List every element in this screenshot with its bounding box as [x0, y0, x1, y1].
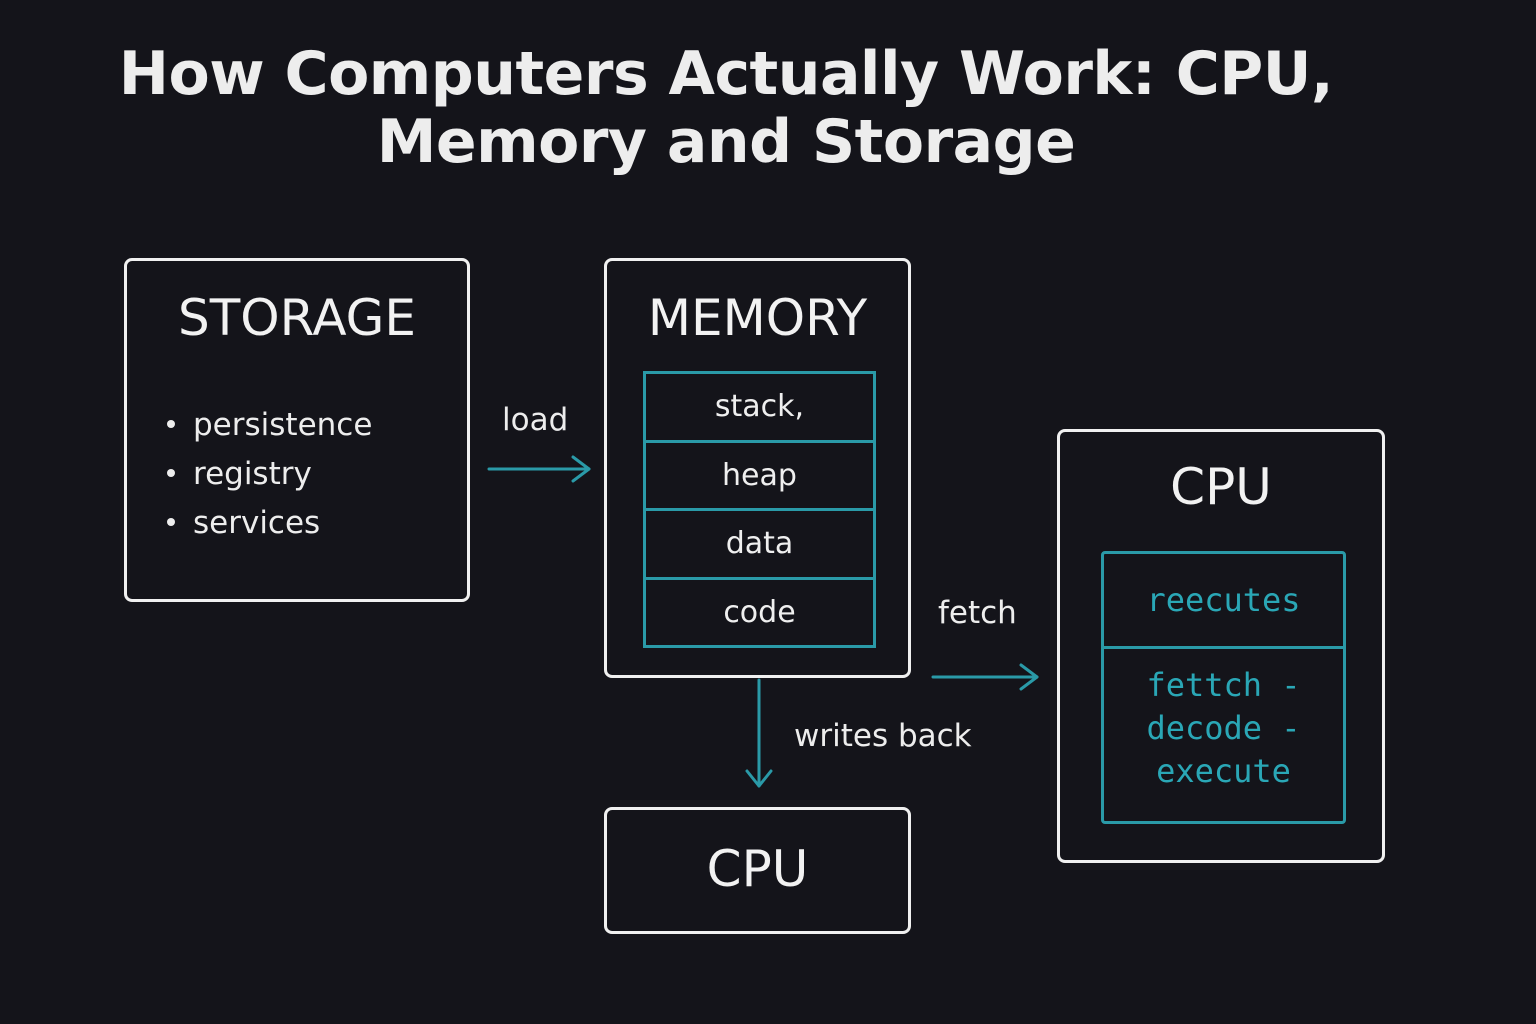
storage-box: STORAGE persistence registry services — [124, 258, 470, 602]
cpu-cycle-step: execute — [1156, 752, 1291, 790]
cpu-top-cell: reecutes — [1104, 554, 1343, 649]
load-edge-label: load — [502, 402, 569, 438]
storage-bullet-item: persistence — [167, 401, 372, 450]
writes-back-arrow-icon — [745, 678, 773, 788]
cpu-bottom-box: CPU — [604, 807, 911, 934]
storage-bullet-text: persistence — [193, 407, 373, 443]
bullet-dot-icon — [167, 517, 175, 526]
cpu-right-box: CPU reecutes fettch - decode - execute — [1057, 429, 1385, 863]
storage-bullet-list: persistence registry services — [167, 401, 372, 548]
memory-segment-stack: stack, heap data code — [643, 371, 876, 648]
storage-bullet-text: registry — [193, 456, 312, 492]
cpu-cycle-panel: reecutes fettch - decode - execute — [1101, 551, 1346, 824]
memory-segment-code-cell: code — [723, 594, 796, 630]
memory-segment-heap-cell: heap — [646, 443, 873, 511]
writes-back-edge-label: writes back — [794, 718, 972, 754]
storage-bullet-item: registry — [167, 450, 372, 499]
cpu-cycle-steps: fettch - decode - execute — [1104, 664, 1343, 793]
memory-box: MEMORY stack, heap data code — [604, 258, 911, 678]
title-line-1: How Computers Actually Work: CPU, — [118, 39, 1334, 109]
cpu-cycle-step: fettch - — [1146, 666, 1301, 704]
storage-bullet-item: services — [167, 499, 372, 548]
fetch-arrow-icon — [931, 663, 1039, 691]
memory-segment-data-cell: data — [646, 511, 873, 580]
diagram-title: How Computers Actually Work: CPU, Memory… — [0, 40, 1452, 176]
cpu-bottom-heading: CPU — [706, 840, 809, 898]
title-line-2: Memory and Storage — [376, 107, 1076, 177]
storage-bullet-text: services — [193, 505, 321, 541]
storage-heading: STORAGE — [177, 289, 416, 347]
load-arrow-icon — [487, 455, 591, 483]
cpu-cycle-step: decode - — [1146, 709, 1301, 747]
bullet-dot-icon — [167, 468, 175, 477]
fetch-edge-label: fetch — [938, 595, 1017, 631]
memory-segment-stack-cell: stack, — [646, 374, 873, 443]
memory-heading: MEMORY — [647, 289, 868, 347]
cpu-right-heading: CPU — [1170, 458, 1272, 516]
bullet-dot-icon — [167, 419, 175, 428]
